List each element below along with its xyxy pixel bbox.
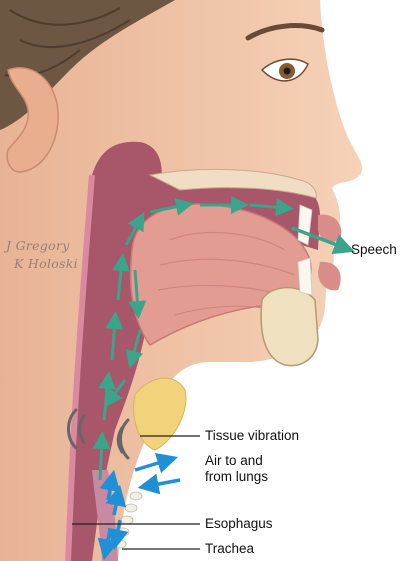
jaw-bone xyxy=(261,288,318,366)
label-speech: Speech xyxy=(351,242,397,258)
label-tissue-vibration: Tissue vibration xyxy=(205,428,299,444)
label-air: Air to and from lungs xyxy=(205,453,268,485)
label-esophagus: Esophagus xyxy=(205,516,273,532)
artist-signature-2: K Holoski xyxy=(14,256,78,271)
artist-signature-1: J Gregory xyxy=(6,238,70,253)
fat-tissue xyxy=(134,378,186,450)
label-trachea: Trachea xyxy=(205,541,254,557)
